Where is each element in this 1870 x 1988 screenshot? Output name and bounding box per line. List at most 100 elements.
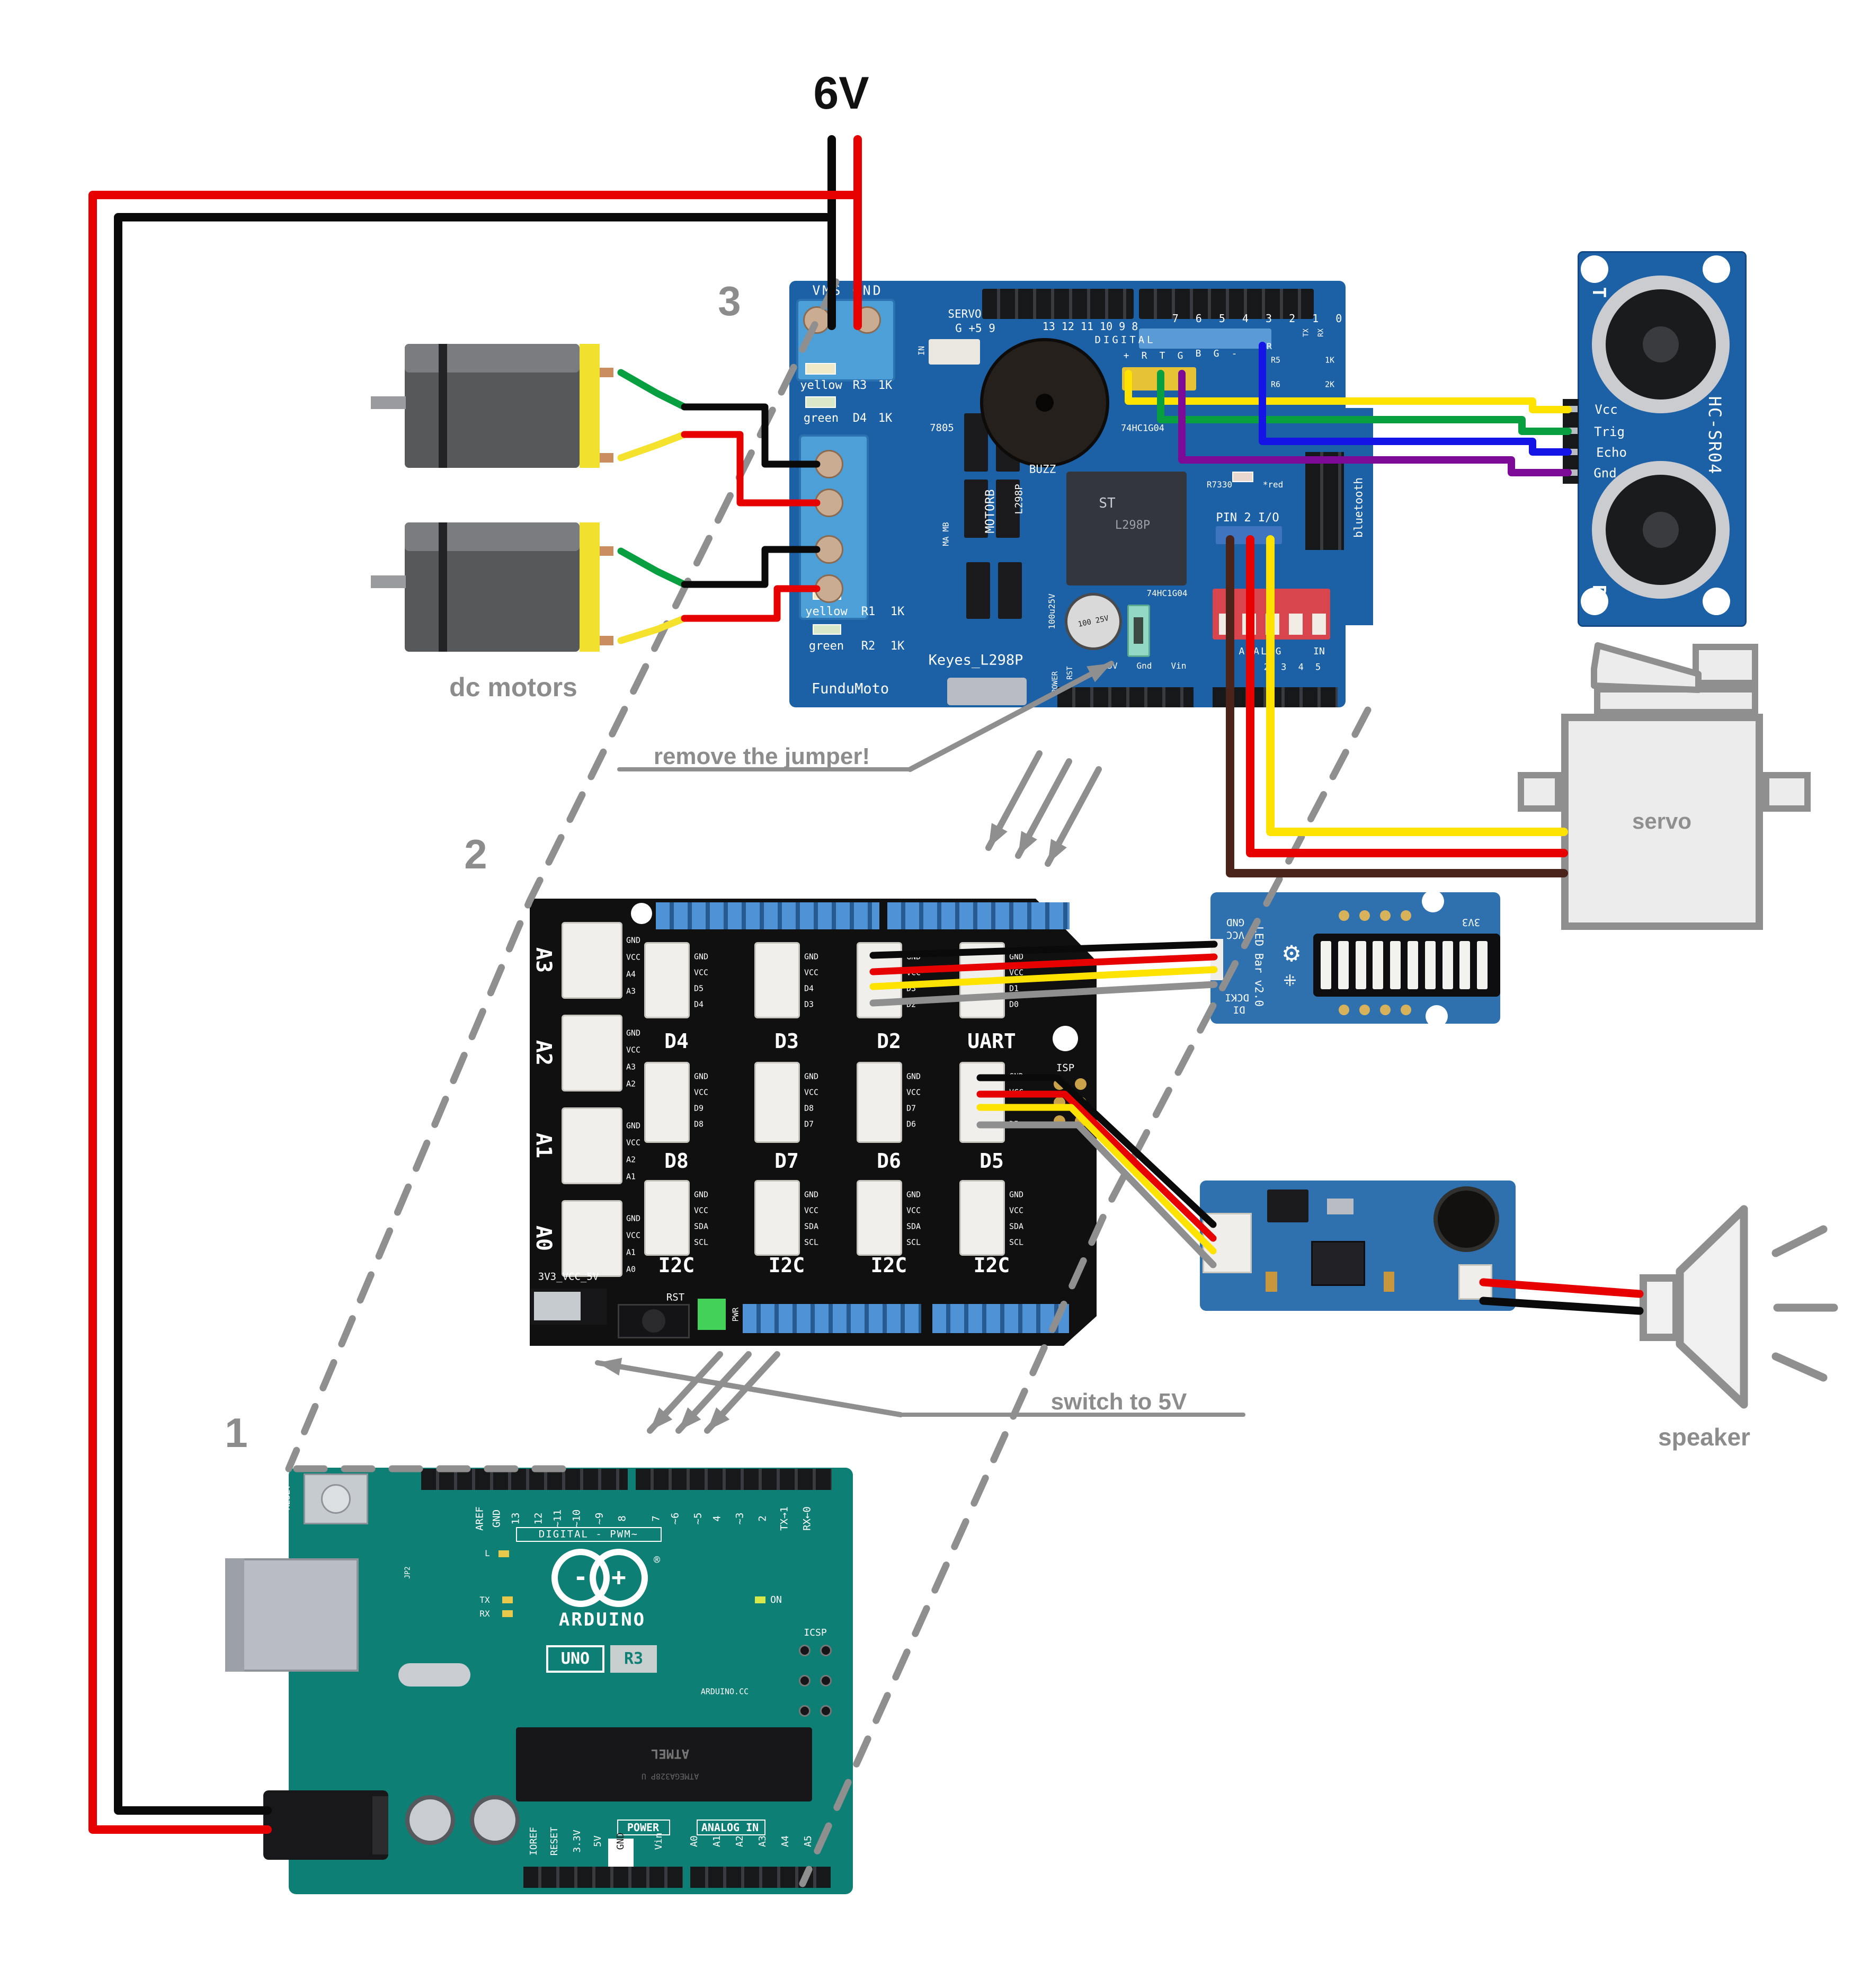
stack-arrow-b2-head (679, 1407, 701, 1431)
transducer-center (1643, 326, 1679, 362)
digital-pin-label: ~9 (593, 1512, 605, 1525)
rst-label: RST (666, 1291, 685, 1303)
motor-highlight (405, 522, 580, 551)
silk-label: R3 (852, 379, 867, 392)
grove-socket-i2c-2 (754, 1180, 800, 1256)
transducer-center (1643, 512, 1679, 548)
grove-connector (1210, 939, 1223, 980)
rx-led (502, 1610, 513, 1617)
dip-toggle (1312, 614, 1326, 635)
silk-label: 7805 (930, 422, 954, 434)
silk-label: ATMEL (651, 1746, 690, 1761)
led-segment (1459, 941, 1471, 989)
socket-label: D4 (664, 1030, 689, 1053)
terminal-screw (815, 574, 843, 603)
analog-pin-label: A5 (803, 1835, 814, 1847)
silk-label: RST (1066, 666, 1074, 680)
reset-cap (642, 1309, 665, 1333)
pwr-label: PWR (731, 1307, 741, 1322)
silk-label: LED Bar v2.0 (1252, 926, 1266, 1007)
pin-label: A1 (626, 1172, 636, 1182)
pin (1564, 406, 1578, 412)
silk-label: FunduMoto (811, 680, 889, 697)
silk-label: RX (479, 1609, 490, 1619)
silk-label: 5V (1107, 661, 1118, 671)
isp-pin (1054, 1078, 1065, 1090)
grove-socket-d3 (754, 942, 800, 1018)
silk-label: Echo (1596, 445, 1627, 460)
stack-arrow-b3 (647, 1351, 723, 1434)
silk-label: ® (653, 1554, 661, 1566)
silk-label: *red (1262, 480, 1284, 490)
stack-arrow-a3-head (1048, 839, 1067, 864)
speaker-box (1640, 1274, 1680, 1341)
socket-label: A3 (531, 947, 556, 973)
silk-label: 1K (890, 605, 905, 618)
barrel-jack (263, 1790, 388, 1860)
silk-label: Keyes_L298P (928, 652, 1023, 669)
blue-header (932, 1304, 1069, 1333)
pin-label: VCC (694, 1087, 709, 1097)
pin-label: VCC (626, 952, 641, 962)
silk-label: yellow (805, 605, 848, 618)
digital-pin-label: ~10 (571, 1509, 583, 1528)
socket-label: UART (967, 1030, 1016, 1053)
silk-label: BUZZ (1029, 463, 1056, 476)
servo-label: servo (1632, 809, 1692, 833)
digital-pin-label: 12 (532, 1512, 545, 1525)
silk-label: ST (1099, 495, 1116, 511)
digital-pin-label: 13 (510, 1512, 522, 1525)
mount-hole (1426, 1005, 1448, 1027)
blue-header (656, 902, 879, 929)
silk-label: ⚙ (1283, 937, 1300, 969)
pin-label: VCC (906, 1087, 921, 1097)
silk-label: SERVO (948, 307, 982, 321)
digital-pin-label: 2 (756, 1515, 769, 1522)
socket-label: I2C (658, 1254, 695, 1277)
reset-cap (321, 1484, 351, 1514)
digital-pin-label: ~6 (669, 1512, 681, 1525)
servo-horn-arm (1591, 642, 1702, 693)
silk-label: TX (1302, 329, 1311, 337)
led-segment (1442, 941, 1453, 989)
pin-label: GND (906, 952, 921, 962)
socket-label: D5 (979, 1149, 1004, 1173)
analog-pin-label: A4 (780, 1835, 791, 1847)
sound-line-top (1771, 1225, 1828, 1257)
pin-label: A2 (626, 1155, 636, 1165)
pin-label: D2 (906, 999, 916, 1009)
pin-label: SDA (694, 1221, 709, 1231)
silk-label: 74HC1G04 (1121, 423, 1164, 434)
wire-motor-a-lead-green (617, 369, 688, 411)
silk-label: 74HC1G04 (1146, 588, 1188, 598)
silk-label: B (1195, 348, 1201, 359)
pad (1359, 910, 1370, 921)
silk-label: DI (1233, 1004, 1245, 1016)
silk-label: IN (1313, 646, 1325, 657)
crystal (398, 1663, 470, 1687)
silk-label: ICSP (804, 1627, 827, 1638)
pin-header (1139, 289, 1314, 319)
pin (1564, 449, 1578, 455)
pin-label: VCC (626, 1230, 641, 1240)
silk-label: TX (479, 1595, 490, 1605)
mcu-chip (1311, 1241, 1365, 1286)
remove-jumper-note: remove the jumper! (653, 743, 870, 769)
digital-pin-label: ~11 (551, 1509, 564, 1528)
led-segment (1408, 941, 1418, 989)
dc-motors-label: dc motors (449, 672, 577, 702)
icsp-pin (799, 1645, 811, 1656)
silk-label: T (1588, 287, 1609, 298)
mount-hole (1581, 255, 1608, 283)
pin-label: GND (626, 1213, 641, 1223)
silk-label: 1K (1324, 355, 1335, 365)
blue-header (1139, 329, 1271, 349)
pin-header (982, 289, 1134, 319)
silk-label: IN (916, 345, 927, 356)
pin-label: SCL (804, 1237, 819, 1247)
speaker-cone (1676, 1205, 1748, 1409)
silk-label: G +5 9 (955, 322, 995, 335)
led-red (1232, 472, 1253, 482)
tx-led (502, 1596, 513, 1603)
pin-label: GND (626, 935, 641, 945)
